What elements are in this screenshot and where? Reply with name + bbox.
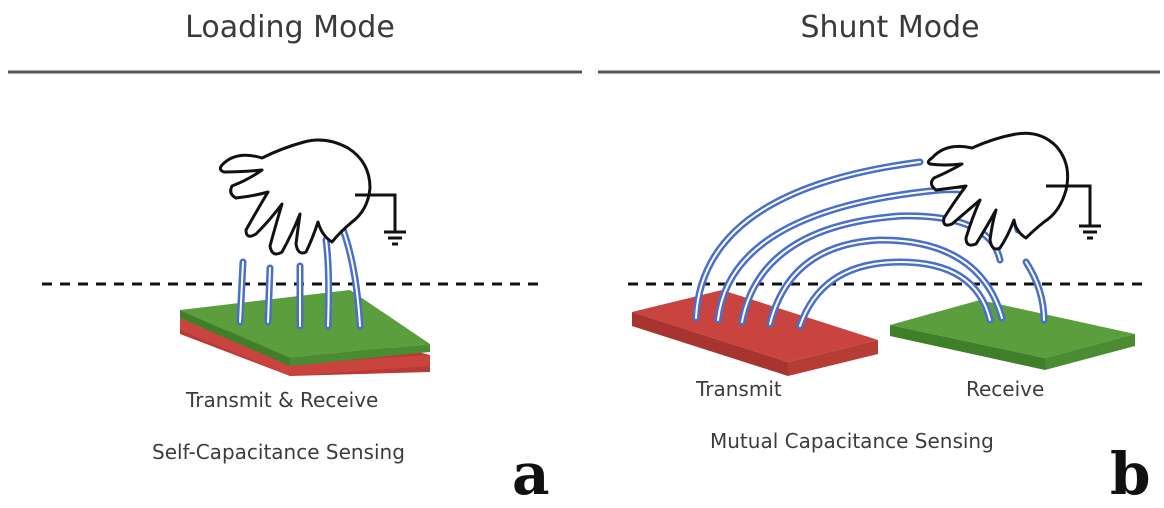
heading-shunt-mode: Shunt Mode	[800, 10, 980, 45]
label-transmit: Transmit	[696, 377, 782, 401]
hand-outline-icon	[926, 131, 1070, 251]
receive-front	[890, 325, 1045, 370]
ground-symbol-icon	[1046, 184, 1101, 240]
panel-a	[42, 138, 545, 376]
receive-electrode	[890, 300, 1135, 370]
panel-letter-b: b	[1110, 440, 1151, 508]
hand-outline-icon	[218, 138, 372, 256]
panel-letter-a: a	[512, 440, 550, 508]
receive-right	[1045, 334, 1135, 370]
electrode-red-side	[180, 318, 430, 376]
label-transmit-receive: Transmit & Receive	[186, 388, 379, 412]
caption-self-capacitance: Self-Capacitance Sensing	[152, 440, 405, 464]
electrode-green-front	[180, 310, 290, 366]
transmit-electrode	[632, 290, 878, 376]
receive-top	[890, 300, 1135, 358]
heading-loading-mode: Loading Mode	[185, 10, 395, 45]
panel-b	[628, 131, 1148, 376]
electrode-green-right	[290, 344, 430, 366]
transmit-right	[788, 340, 878, 376]
caption-mutual-capacitance: Mutual Capacitance Sensing	[710, 429, 994, 453]
label-receive: Receive	[966, 377, 1045, 401]
ground-symbol-icon	[355, 193, 406, 246]
self-capacitance-electrode	[180, 290, 430, 376]
transmit-front	[632, 312, 788, 376]
